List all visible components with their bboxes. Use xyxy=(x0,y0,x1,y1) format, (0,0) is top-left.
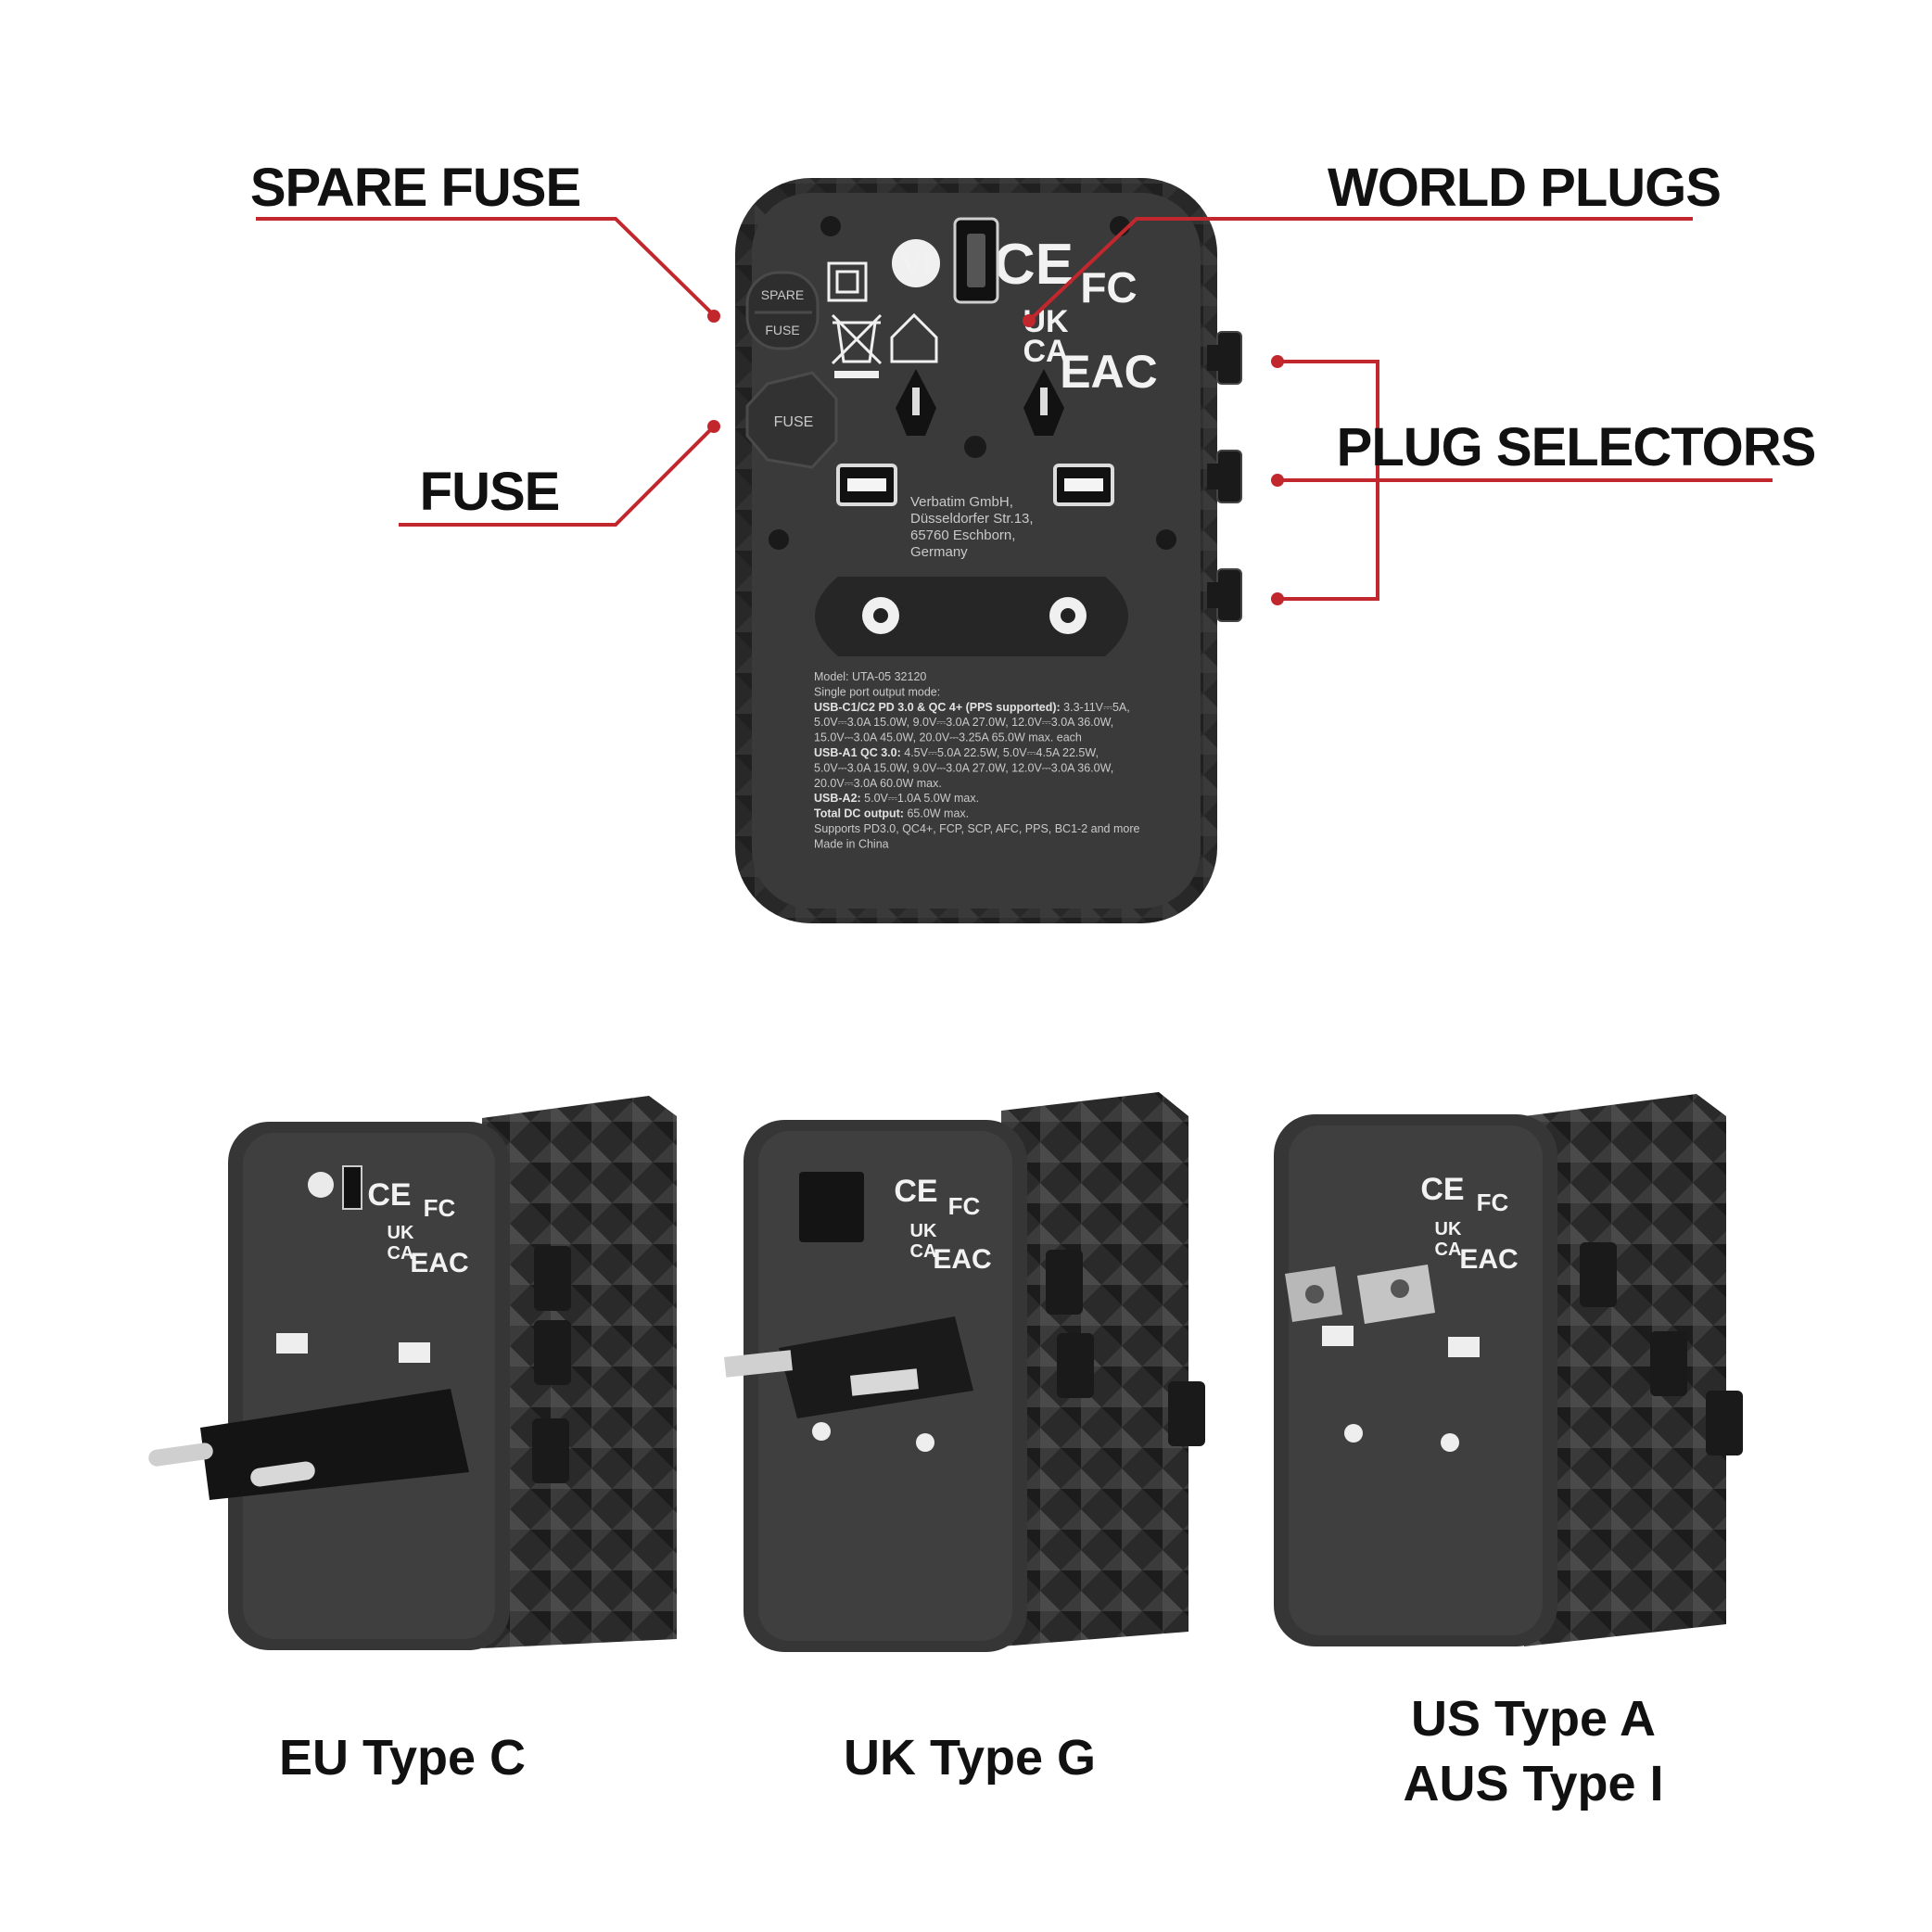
callout-lines xyxy=(256,217,1773,605)
ce-mark: CE xyxy=(994,233,1074,297)
svg-text:EAC: EAC xyxy=(933,1244,991,1275)
svg-text:EAC: EAC xyxy=(1459,1244,1518,1275)
aus-type-i-caption: AUS Type I xyxy=(1403,1756,1663,1811)
fuse-door-label: FUSE xyxy=(774,414,814,430)
svg-text:UK: UK xyxy=(910,1221,937,1241)
manufacturer-address-line: 65760 Eschborn, xyxy=(910,527,1015,543)
spec-line: Made in China xyxy=(814,837,889,850)
fuse-door xyxy=(745,371,838,469)
indoor-use-icon xyxy=(890,312,938,363)
eu-socket-recess xyxy=(815,577,1128,656)
plug-selector-top[interactable] xyxy=(1207,331,1242,385)
spec-line: USB-C1/C2 PD 3.0 & QC 4+ (PPS supported)… xyxy=(814,701,1130,714)
spec-line: Single port output mode: xyxy=(814,685,940,698)
screw-icon xyxy=(1156,529,1176,550)
spec-line: 15.0V⎓3.0A 45.0W, 20.0V⎓3.25A 65.0W max.… xyxy=(814,731,1082,744)
fcc-mark: FC xyxy=(1080,263,1137,311)
fuse-leader xyxy=(399,425,716,527)
spare-fuse-leader xyxy=(256,217,716,317)
eu-type-c-caption: EU Type C xyxy=(279,1730,526,1786)
svg-text:FC: FC xyxy=(948,1192,981,1220)
fuse-label: FUSE xyxy=(420,462,560,522)
svg-text:FC: FC xyxy=(424,1194,456,1222)
main-adapter-rear-view: SPARE FUSE FUSE VI CE FC UK CA EAC xyxy=(735,178,1242,923)
svg-text:CE: CE xyxy=(367,1177,411,1213)
weee-bin-icon xyxy=(831,313,883,365)
plug-selector-bottom[interactable] xyxy=(1207,568,1242,622)
world-plugs-leader xyxy=(1027,217,1693,323)
vi-mark-text: VI xyxy=(900,248,932,281)
spec-line: Model: UTA-05 32120 xyxy=(814,670,926,683)
svg-text:CA: CA xyxy=(910,1241,937,1262)
svg-text:CA: CA xyxy=(1435,1239,1462,1260)
svg-text:UK: UK xyxy=(1435,1219,1462,1239)
manufacturer-address-line: Düsseldorfer Str.13, xyxy=(910,511,1034,527)
spec-line: USB-A1 QC 3.0: 4.5V⎓5.0A 22.5W, 5.0V⎓4.5… xyxy=(814,746,1099,759)
spec-line: USB-A2: 5.0V⎓1.0A 5.0W max. xyxy=(814,792,979,805)
spec-line: Total DC output: 65.0W max. xyxy=(814,807,969,820)
svg-text:EAC: EAC xyxy=(410,1248,468,1278)
double-insulation-icon xyxy=(827,261,868,302)
uk-adapter-view: CE FC UK CA EAC xyxy=(724,1092,1205,1652)
spec-line: 20.0V⎓3.0A 60.0W max. xyxy=(814,777,942,790)
spec-line: Supports PD3.0, QC4+, FCP, SCP, AFC, PPS… xyxy=(814,822,1139,835)
eac-mark: EAC xyxy=(1060,346,1158,398)
screw-icon xyxy=(820,216,841,236)
us-aus-adapter-view: CE FC UK CA EAC xyxy=(1274,1094,1743,1646)
spare-fuse-door xyxy=(745,271,820,350)
svg-text:CA: CA xyxy=(388,1243,414,1264)
spec-line: 5.0V⎓3.0A 15.0W, 9.0V⎓3.0A 27.0W, 12.0V⎓… xyxy=(814,716,1113,729)
svg-text:FC: FC xyxy=(1477,1188,1509,1216)
world-plugs-label: WORLD PLUGS xyxy=(1328,158,1721,218)
plug-selectors-label: PLUG SELECTORS xyxy=(1337,417,1816,477)
svg-text:CE: CE xyxy=(894,1174,937,1209)
svg-text:CE: CE xyxy=(1420,1172,1464,1207)
ukca-mark-line2: CA xyxy=(1023,334,1068,369)
plug-selector-middle[interactable] xyxy=(1207,450,1242,503)
manufacturer-address-line: Germany xyxy=(910,544,968,560)
svg-text:UK: UK xyxy=(388,1223,414,1243)
spec-line: 5.0V⎓3.0A 15.0W, 9.0V⎓3.0A 27.0W, 12.0V⎓… xyxy=(814,761,1113,774)
uk-plug-earth-pin xyxy=(799,1172,864,1242)
us-type-a-caption: US Type A xyxy=(1411,1691,1656,1747)
manufacturer-address-line: Verbatim GmbH, xyxy=(910,494,1013,510)
spare-fuse-door-label: FUSE xyxy=(765,323,799,337)
eu-adapter-view: CE FC UK CA EAC xyxy=(148,1096,677,1650)
spare-fuse-door-label: SPARE xyxy=(761,287,804,302)
screw-icon xyxy=(964,436,986,458)
screw-icon xyxy=(769,529,789,550)
vi-efficiency-mark xyxy=(892,239,940,287)
spare-fuse-label: SPARE FUSE xyxy=(250,158,580,218)
uk-plug-body xyxy=(779,1316,973,1418)
uk-type-g-caption: UK Type G xyxy=(844,1730,1096,1786)
